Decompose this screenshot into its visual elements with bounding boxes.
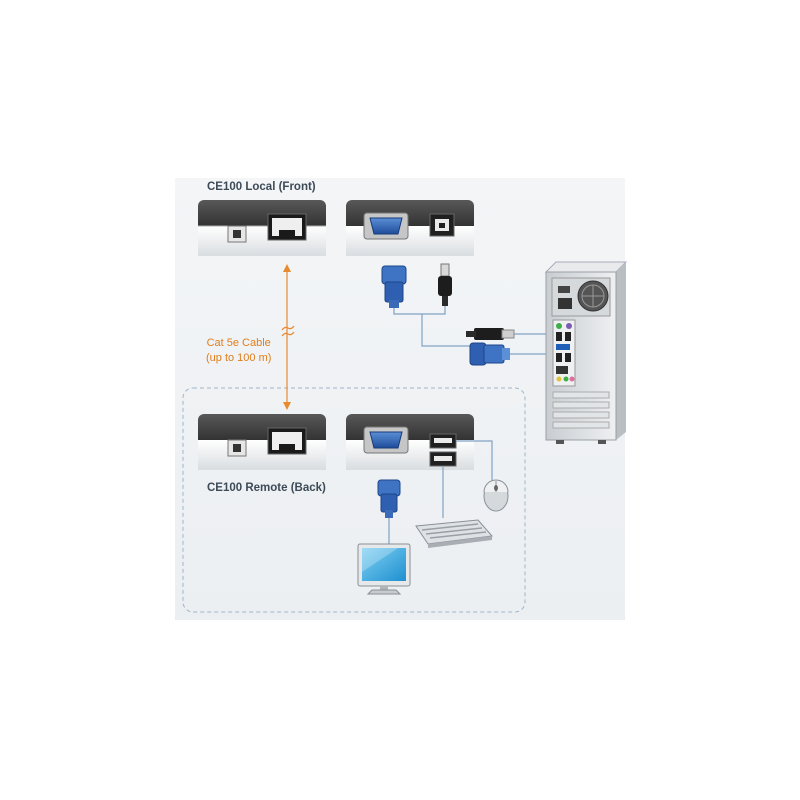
vga-plug-icon [377, 479, 401, 518]
remote-device-lines [388, 440, 493, 544]
vga-plug-sideways-icon [469, 342, 510, 366]
cable-label-line1: Cat 5e Cable [206, 337, 271, 349]
usb-a-plug-icon [466, 328, 515, 340]
local-unit-rear [346, 200, 474, 256]
local-unit-label: CE100 Local (Front) [207, 181, 316, 193]
keyboard-icon [415, 519, 493, 548]
remote-unit-front [198, 414, 326, 470]
pc-tower-icon [544, 261, 628, 444]
vga-port-icon [363, 426, 409, 454]
local-unit-front [198, 200, 326, 256]
cable-label: Cat 5e Cable (up to 100 m) [206, 336, 271, 366]
mouse-icon [483, 479, 509, 512]
remote-unit-label: CE100 Remote (Back) [207, 482, 326, 494]
rj45-port-icon [267, 213, 307, 241]
remote-area-border [182, 387, 526, 613]
cable-label-line2: (up to 100 m) [206, 352, 272, 364]
usb-b-port-icon [429, 213, 455, 237]
monitor-icon [357, 543, 411, 595]
remote-unit-rear [346, 414, 474, 470]
vga-plug-icon [381, 265, 407, 308]
usb-plug-icon [438, 263, 452, 306]
vga-port-icon [363, 212, 409, 240]
cat5e-cable-arrow [281, 264, 295, 410]
rj45-port-icon [267, 427, 307, 455]
